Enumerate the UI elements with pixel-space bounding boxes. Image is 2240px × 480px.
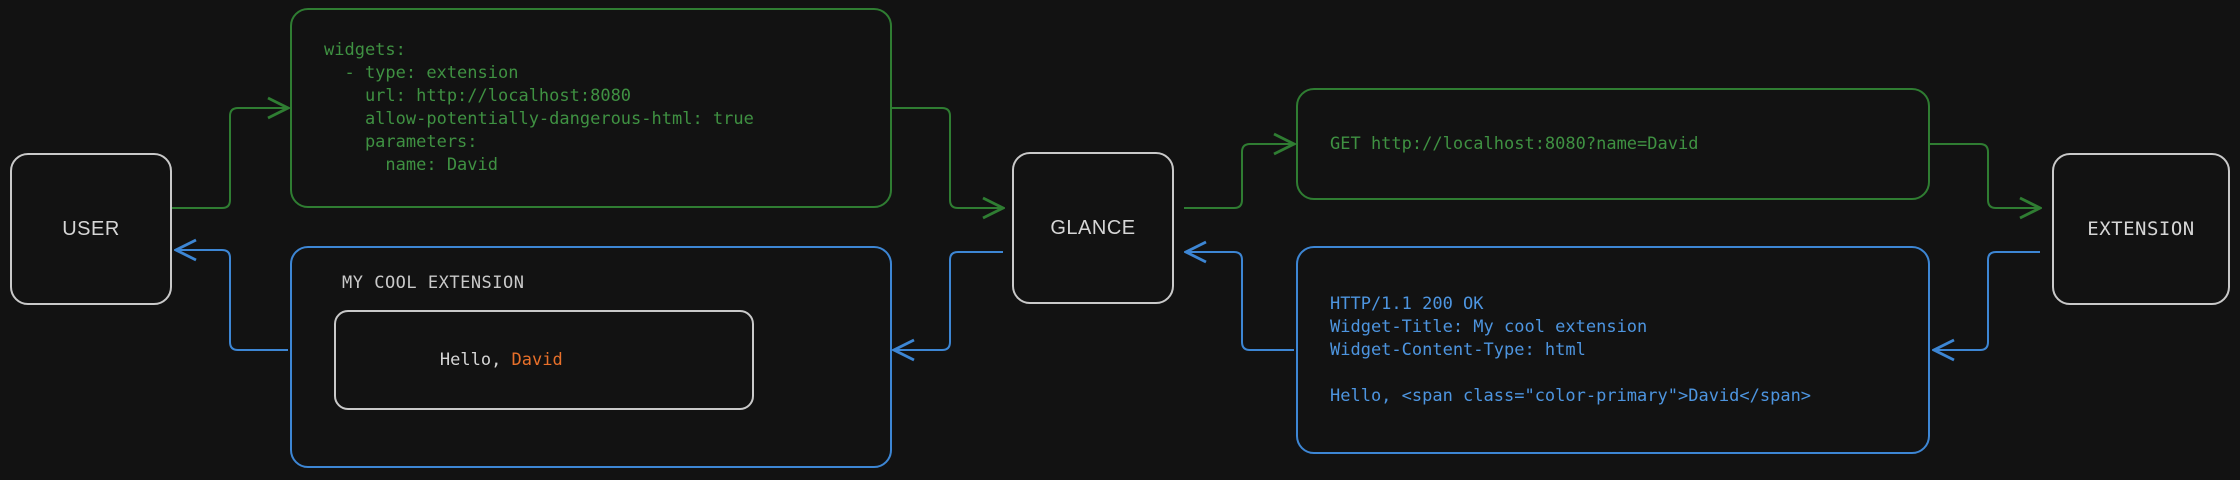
rendered-widget-body: Hello, David [336,330,563,390]
config-yaml-text: widgets: - type: extension url: http://l… [324,40,754,175]
edge-extension-to-response [1934,251,2040,350]
node-glance-label: GLANCE [1050,216,1136,239]
http-request-box[interactable]: GET http://localhost:8080?name=David [1296,88,1930,200]
http-response-box[interactable]: HTTP/1.1 200 OK Widget-Title: My cool ex… [1296,246,1930,454]
node-user-label: USER [62,217,120,240]
widget-greeting-text: Hello, [439,350,512,370]
edge-request-to-extension [1930,143,2040,208]
edge-widget-to-user [176,250,288,351]
rendered-widget-card[interactable]: Hello, David [334,310,754,410]
edge-user-to-config [172,108,288,209]
node-extension-label: EXTENSION [2087,218,2195,240]
http-request-text: GET http://localhost:8080?name=David [1330,133,1699,154]
rendered-widget-title: MY COOL EXTENSION [342,273,525,293]
edge-glance-to-widget [894,251,1003,350]
node-glance[interactable]: GLANCE [1012,152,1174,304]
config-yaml-box[interactable]: widgets: - type: extension url: http://l… [290,8,892,208]
node-extension[interactable]: EXTENSION [2052,153,2230,305]
edge-config-to-glance [892,107,1003,208]
edge-glance-to-request [1184,144,1294,209]
edge-response-to-glance [1186,252,1294,351]
rendered-widget-box[interactable]: MY COOL EXTENSION Hello, David [290,246,892,468]
http-response-text: HTTP/1.1 200 OK Widget-Title: My cool ex… [1330,293,1812,406]
widget-highlighted-name: David [511,350,563,370]
node-user[interactable]: USER [10,153,172,305]
